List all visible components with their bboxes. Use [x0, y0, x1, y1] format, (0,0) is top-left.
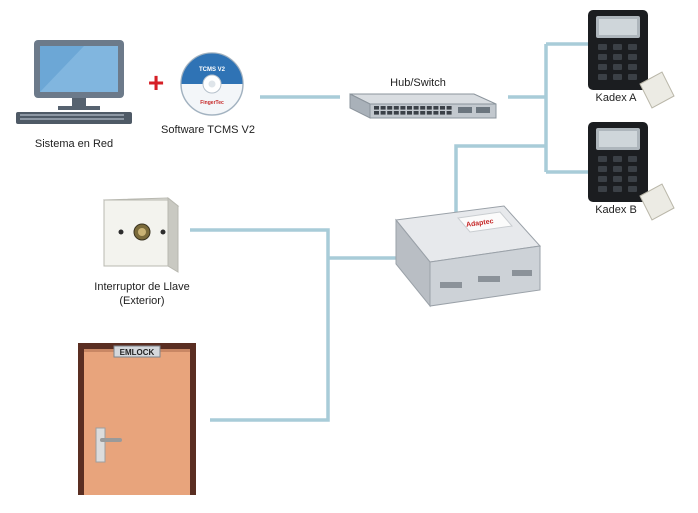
card-reader-a [588, 10, 675, 109]
reader-b-label: Kadex B [595, 204, 637, 216]
rfid-card-icon [639, 183, 675, 221]
connector-keyswitch [190, 228, 330, 422]
hub-label: Hub/Switch [390, 77, 446, 89]
connector-lines [190, 42, 588, 422]
switch-port [446, 106, 452, 110]
switch-port [440, 111, 445, 115]
cd-brand: FingerTec [200, 100, 224, 106]
plus-icon: + [148, 67, 164, 98]
switch-port [400, 106, 406, 110]
switch-port [426, 106, 432, 110]
computer-label: Sistema en Red [35, 138, 113, 150]
switch-port [380, 111, 386, 115]
switch-port [433, 106, 439, 110]
software-label: Software TCMS V2 [161, 124, 255, 136]
switch-port [387, 111, 393, 115]
switch-port [374, 106, 379, 110]
switch-port [426, 111, 432, 115]
switch-port [387, 106, 393, 110]
switch-port [433, 111, 439, 115]
door-sign: EMLOCK [120, 348, 155, 357]
network-switch-icon [349, 93, 497, 119]
switch-port [420, 106, 426, 110]
switch-port [446, 111, 452, 115]
switch-port [413, 111, 419, 115]
switch-port [407, 111, 412, 115]
connector-controller-up [454, 144, 546, 212]
door-icon: EMLOCK [78, 343, 196, 495]
card-reader-icon [588, 122, 648, 202]
switch-port [393, 106, 399, 110]
switch-port [420, 111, 426, 115]
key-switch-label-line2: (Exterior) [119, 295, 164, 307]
card-reader-icon [588, 10, 648, 90]
switch-port [440, 106, 445, 110]
card-reader-b [588, 122, 675, 221]
switch-port [413, 106, 419, 110]
key-switch-icon [102, 196, 180, 273]
access-controller-icon: Adaptec [395, 205, 541, 308]
switch-port [393, 111, 399, 115]
cd-disc-icon: TCMS V2 FingerTec [180, 52, 244, 116]
controller-brand: Adaptec [466, 218, 494, 229]
cd-title: TCMS V2 [199, 67, 226, 73]
switch-port [407, 106, 412, 110]
desktop-computer-icon [16, 40, 132, 124]
key-switch-label-line1: Interruptor de Llave [94, 281, 189, 293]
rfid-card-icon [639, 71, 675, 109]
switch-port [374, 111, 379, 115]
switch-port [400, 111, 406, 115]
reader-a-label: Kadex A [596, 92, 638, 104]
switch-port [380, 106, 386, 110]
